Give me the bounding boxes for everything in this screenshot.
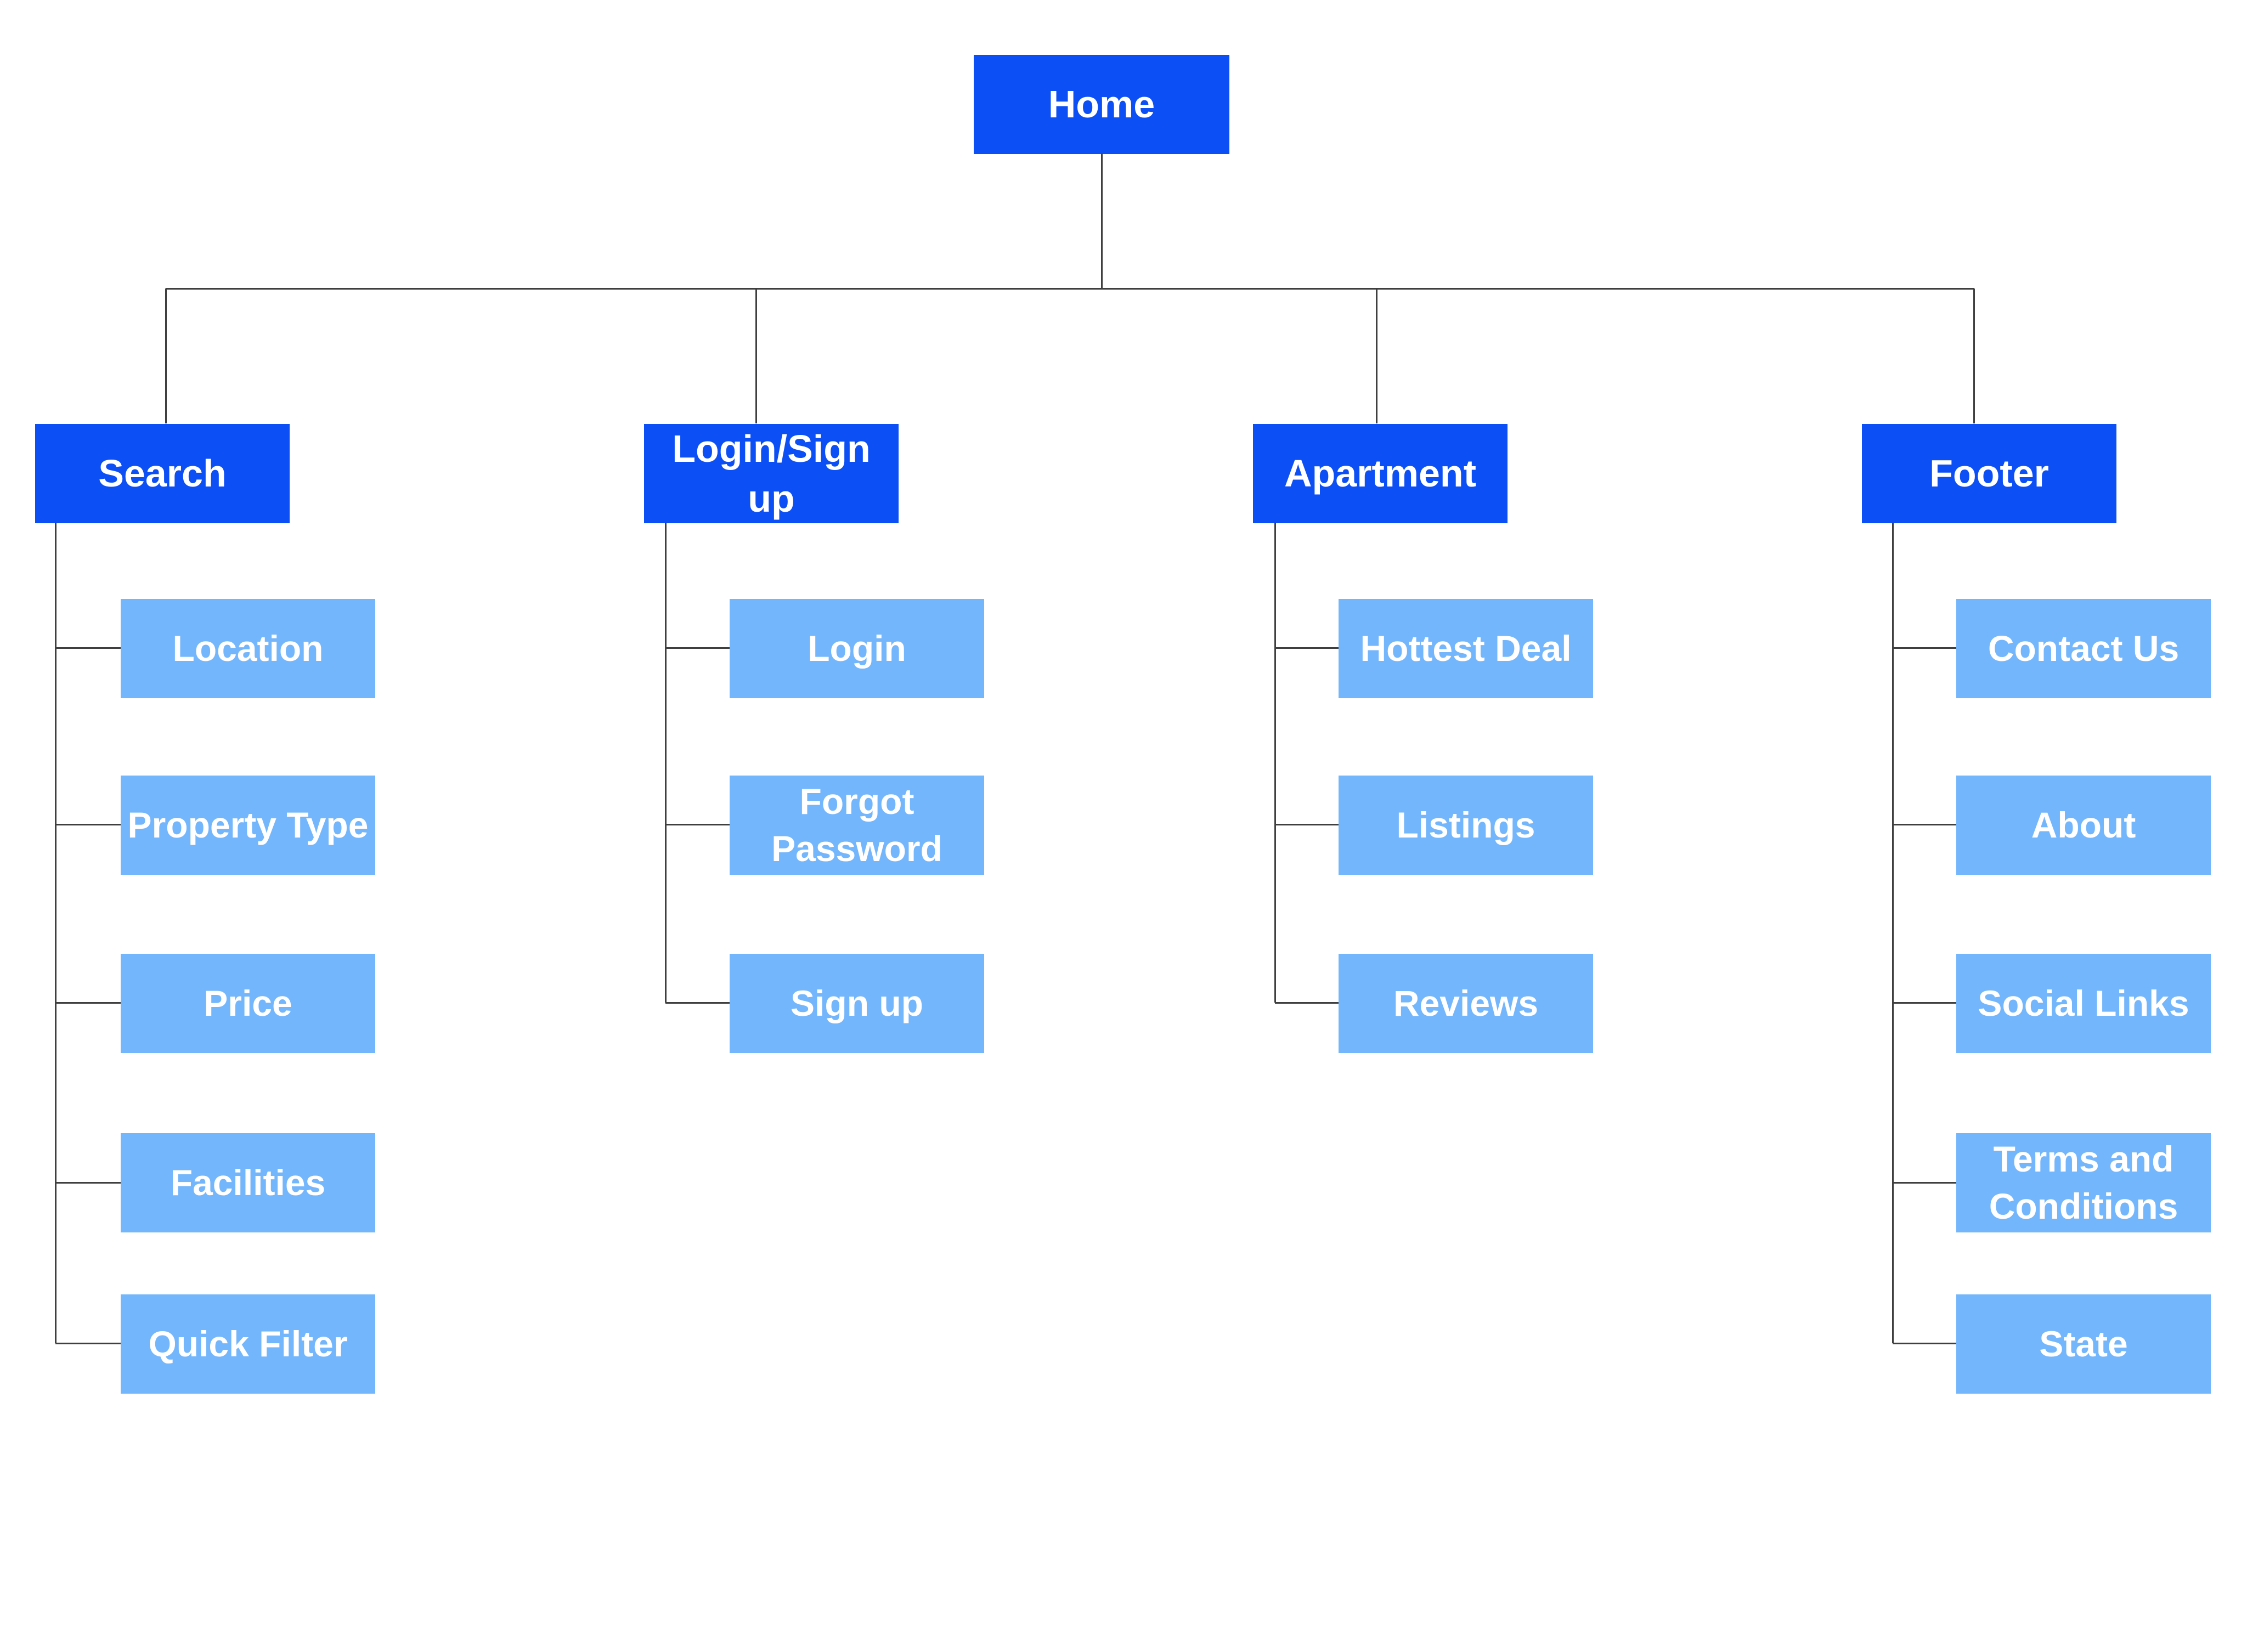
login-sign-up-connector — [755, 288, 757, 423]
search-children-spine — [55, 523, 57, 1343]
search-child-connector — [55, 647, 121, 649]
login-sign-up-children-spine — [665, 523, 667, 1003]
search-child-connector — [55, 1182, 121, 1184]
main-connector-bus — [166, 288, 1974, 290]
root-connector — [1101, 154, 1103, 288]
hottest-deal-node: Hottest Deal — [1339, 599, 1593, 698]
reviews-node: Reviews — [1339, 954, 1593, 1053]
search-quick-filter-node: Quick Filter — [121, 1294, 375, 1394]
footer-connector — [1973, 288, 1975, 423]
login-sign-up-child-connector — [665, 647, 730, 649]
listings-node: Listings — [1339, 776, 1593, 875]
home-node: Home — [974, 55, 1229, 154]
search-child-connector — [55, 1002, 121, 1004]
search-child-connector — [55, 824, 121, 825]
search-child-connector — [55, 1343, 121, 1344]
section-search-node: Search — [35, 424, 290, 523]
section-login-sign-up-node: Login/Sign up — [644, 424, 899, 523]
footer-child-connector — [1893, 647, 1957, 649]
forgot-password-node: Forgot Password — [730, 776, 984, 875]
section-footer-node: Footer — [1862, 424, 2116, 523]
apartment-child-connector — [1275, 1002, 1339, 1004]
apartment-children-spine — [1274, 523, 1276, 1003]
apartment-connector — [1376, 288, 1377, 423]
section-apartment-node: Apartment — [1253, 424, 1508, 523]
contact-us-node: Contact Us — [1956, 599, 2211, 698]
footer-child-connector — [1893, 1002, 1957, 1004]
search-facilities-node: Facilities — [121, 1133, 375, 1232]
apartment-child-connector — [1275, 647, 1339, 649]
state-node: State — [1956, 1294, 2211, 1394]
search-location-node: Location — [121, 599, 375, 698]
search-connector — [165, 288, 167, 423]
login-sign-up-child-connector — [665, 824, 730, 825]
apartment-child-connector — [1275, 824, 1339, 825]
search-price-node: Price — [121, 954, 375, 1053]
footer-children-spine — [1892, 523, 1894, 1343]
footer-child-connector — [1893, 1343, 1957, 1344]
login-sign-up-child-connector — [665, 1002, 730, 1004]
about-node: About — [1956, 776, 2211, 875]
footer-child-connector — [1893, 1182, 1957, 1184]
sign-up-node: Sign up — [730, 954, 984, 1053]
social-links-node: Social Links — [1956, 954, 2211, 1053]
footer-child-connector — [1893, 824, 1957, 825]
search-property-type-node: Property Type — [121, 776, 375, 875]
terms-and-conditions-node: Terms and Conditions — [1956, 1133, 2211, 1232]
login-node: Login — [730, 599, 984, 698]
